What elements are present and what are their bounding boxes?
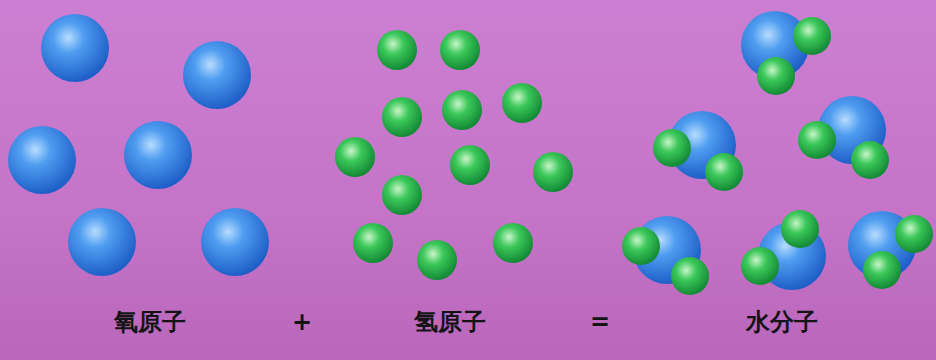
group-label: 氢原子 bbox=[414, 308, 486, 337]
hydrogen-atom bbox=[757, 57, 795, 95]
water-molecule bbox=[848, 211, 933, 289]
oxygen-atom bbox=[183, 41, 251, 109]
oxygen-atom bbox=[124, 121, 192, 189]
hydrogen-atom bbox=[377, 30, 417, 70]
hydrogen-atom bbox=[417, 240, 457, 280]
water-molecules bbox=[622, 11, 933, 295]
hydrogen-atom bbox=[493, 223, 533, 263]
hydrogen-atom bbox=[502, 83, 542, 123]
hydrogen-atoms bbox=[335, 30, 573, 280]
hydrogen-atom bbox=[793, 17, 831, 55]
hydrogen-atom bbox=[382, 175, 422, 215]
hydrogen-atom bbox=[851, 141, 889, 179]
oxygen-atoms bbox=[8, 14, 269, 276]
oxygen-atom bbox=[201, 208, 269, 276]
hydrogen-atom bbox=[781, 210, 819, 248]
hydrogen-atom bbox=[741, 247, 779, 285]
hydrogen-atom bbox=[353, 223, 393, 263]
water-molecule bbox=[798, 96, 889, 179]
hydrogen-atom bbox=[440, 30, 480, 70]
oxygen-atom bbox=[41, 14, 109, 82]
hydrogen-atom bbox=[671, 257, 709, 295]
water-molecule bbox=[622, 216, 709, 295]
hydrogen-atom bbox=[335, 137, 375, 177]
hydrogen-atom bbox=[533, 152, 573, 192]
hydrogen-atom bbox=[653, 129, 691, 167]
hydrogen-atom bbox=[622, 227, 660, 265]
hydrogen-atom bbox=[450, 145, 490, 185]
water-molecule bbox=[653, 111, 743, 191]
hydrogen-atom bbox=[382, 97, 422, 137]
operator-sign: + bbox=[292, 308, 312, 337]
group-label: 水分子 bbox=[746, 308, 818, 337]
hydrogen-atom bbox=[798, 121, 836, 159]
operator-sign: = bbox=[590, 308, 610, 337]
hydrogen-atom bbox=[442, 90, 482, 130]
oxygen-atom bbox=[68, 208, 136, 276]
oxygen-atom bbox=[8, 126, 76, 194]
hydrogen-atom bbox=[705, 153, 743, 191]
group-label: 氧原子 bbox=[114, 308, 186, 337]
water-molecule bbox=[741, 11, 831, 95]
water-molecule bbox=[741, 210, 826, 290]
hydrogen-atom bbox=[895, 215, 933, 253]
hydrogen-atom bbox=[863, 251, 901, 289]
